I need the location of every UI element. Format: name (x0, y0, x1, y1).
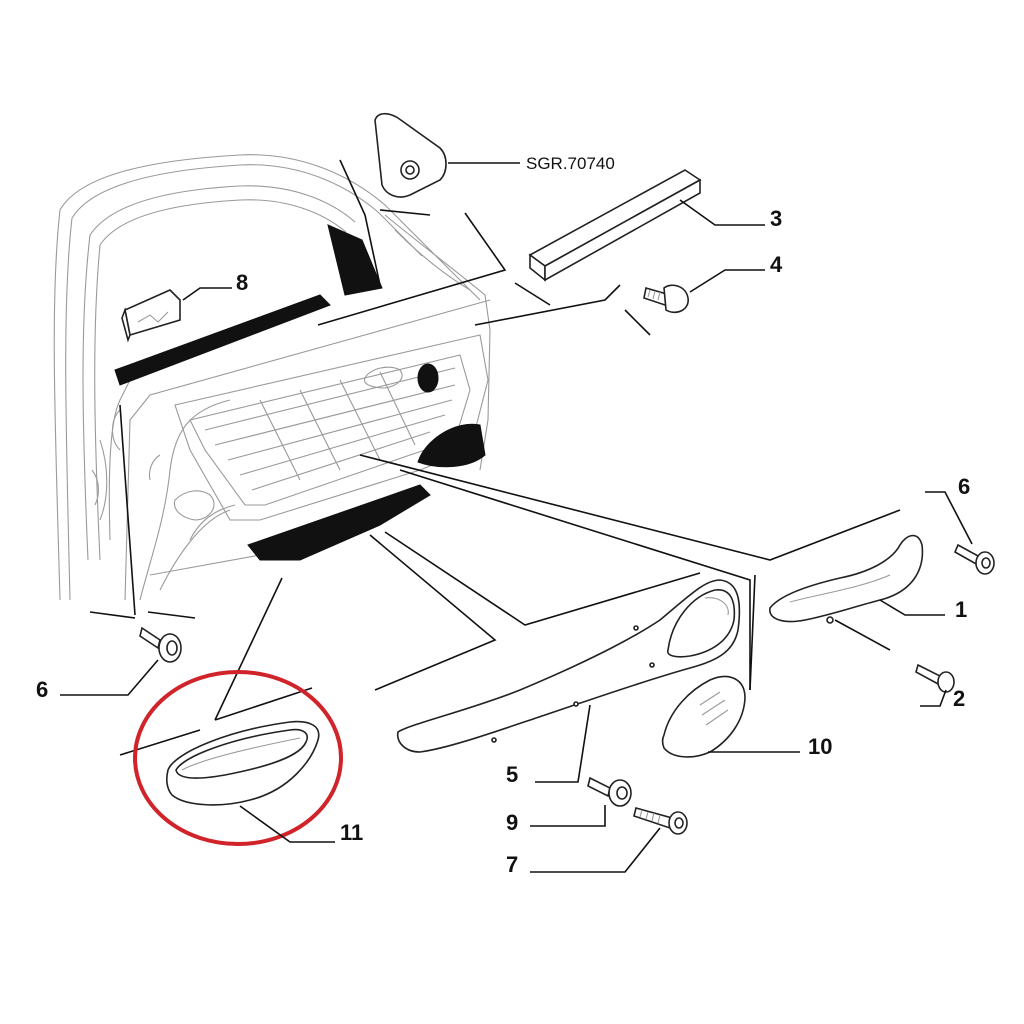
bolt-upper (643, 284, 689, 314)
clip-window (121, 289, 181, 343)
armrest-lower-black-strip (247, 484, 431, 561)
window-belt-black-strip (114, 294, 331, 386)
window-corner-black (327, 224, 383, 296)
armrest-panel (396, 579, 741, 753)
door-lock-hole (417, 363, 439, 393)
screw-handle (915, 663, 955, 693)
door-pocket (166, 720, 320, 806)
highlight-circle (133, 670, 343, 846)
mirror-bracket (374, 112, 447, 198)
clip-bottom (587, 776, 632, 807)
reference-code-label: SGR.70740 (526, 154, 615, 173)
door-handle-recess-black (417, 423, 486, 468)
screw-left (139, 626, 182, 663)
callout-1: 1 (955, 597, 967, 622)
callout-2: 2 (953, 686, 965, 711)
callout-9: 9 (506, 810, 518, 835)
trim-strip (528, 169, 702, 282)
callout-6-right: 6 (958, 474, 970, 499)
handle-bar (769, 534, 924, 624)
pull-cup (661, 675, 746, 758)
callout-10: 10 (808, 734, 832, 759)
callout-11: 11 (340, 820, 363, 845)
screw-bottom (633, 807, 688, 835)
callout-5: 5 (506, 762, 518, 787)
callout-3: 3 (770, 206, 782, 231)
callout-6-left: 6 (36, 677, 48, 702)
screw-right (953, 543, 995, 575)
callout-4: 4 (770, 252, 783, 277)
callout-8: 8 (236, 270, 248, 295)
callout-7: 7 (506, 852, 518, 877)
